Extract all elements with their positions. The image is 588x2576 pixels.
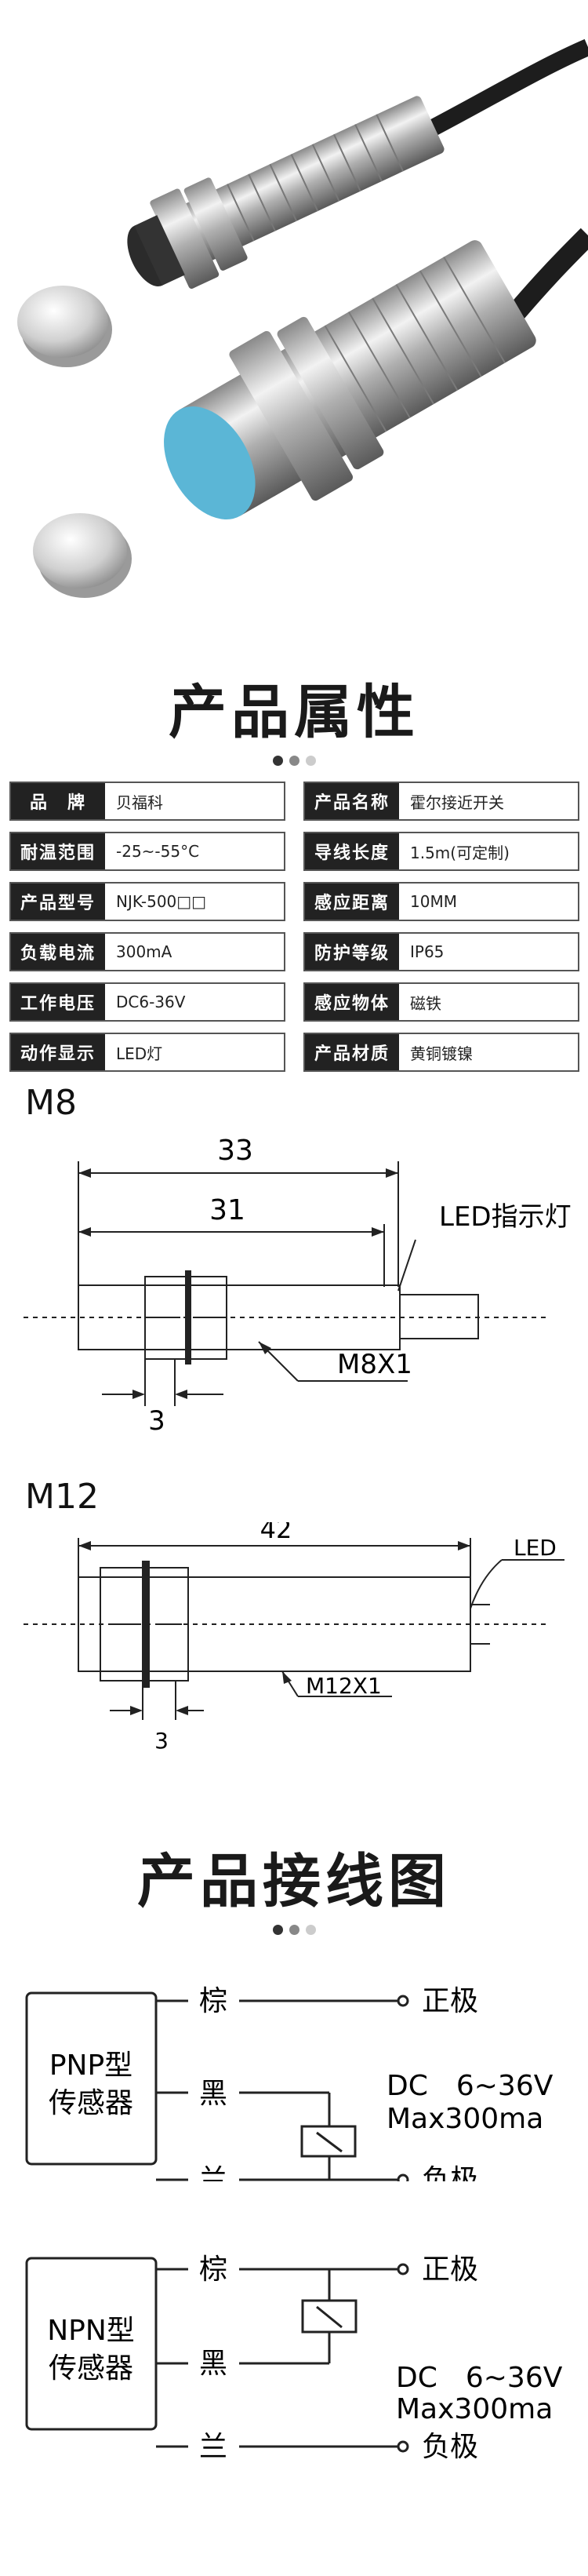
m12-led-label: LED: [514, 1535, 557, 1561]
spec-cell: 产品材质黄铜镀镍: [303, 1033, 579, 1072]
spec-cell: 感应物体磁铁: [303, 982, 579, 1022]
pnp-wire-blue: 兰: [199, 2164, 227, 2181]
spec-row: 工作电压 DC6-36V 感应物体磁铁: [9, 982, 579, 1022]
spec-value: LED灯: [116, 1044, 163, 1063]
spec-value: 霍尔接近开关: [410, 792, 504, 812]
spec-cell: 防护等级 IP65: [303, 932, 579, 971]
pnp-wiring-diagram: PNP型 传感器 棕 黑 兰 正极 负极 DC 6~36V Max300ma: [25, 1985, 554, 2181]
title-dots-2: [0, 1925, 588, 1935]
spec-label: 负载电流: [11, 934, 105, 970]
spec-label: 产品名称: [305, 783, 399, 819]
title-dots: [0, 756, 588, 766]
spec-value: 黄铜镀镍: [410, 1044, 473, 1063]
pnp-box-line2: 传感器: [49, 2087, 133, 2119]
spec-cell: 负载电流 300mA: [9, 932, 285, 971]
spec-value: 1.5m(可定制): [410, 843, 510, 862]
sensor-m8-image: [127, 96, 445, 289]
spec-label: 感应距离: [305, 884, 399, 920]
spec-value: -25~-55°C: [116, 842, 200, 861]
npn-box-line2: 传感器: [49, 2352, 133, 2385]
pnp-wire-brown: 棕: [199, 1985, 227, 2017]
npn-negative: 负极: [422, 2431, 478, 2463]
pnp-spec-line1: DC 6~36V: [387, 2070, 554, 2102]
spec-label: 耐温范围: [11, 833, 105, 869]
spec-cell: 产品名称霍尔接近开关: [303, 782, 579, 821]
npn-wire-black: 黑: [199, 2348, 227, 2380]
spec-row: 负载电流 300mA 防护等级 IP65: [9, 932, 579, 971]
spec-label: 产品型号: [11, 884, 105, 920]
npn-wire-brown: 棕: [199, 2254, 227, 2286]
sensor-m12-image: [164, 240, 536, 520]
magnet-disc-2: [33, 513, 132, 598]
spec-label: 动作显示: [11, 1034, 105, 1070]
m8-dim-nut: 3: [148, 1405, 165, 1436]
m8-thread-label: M8X1: [337, 1349, 412, 1380]
spec-cell: 工作电压 DC6-36V: [9, 982, 285, 1022]
npn-box-line1: NPN型: [47, 2315, 135, 2347]
spec-value: DC6-36V: [116, 993, 186, 1011]
npn-positive: 正极: [422, 2254, 478, 2286]
spec-cell: 动作显示 LED灯: [9, 1033, 285, 1072]
spec-label: 感应物体: [305, 984, 399, 1020]
spec-row: 动作显示 LED灯 产品材质黄铜镀镍: [9, 1033, 579, 1072]
m8-title: M8: [25, 1083, 77, 1123]
spec-value: 300mA: [116, 942, 172, 961]
section-title-wiring: 产品接线图: [137, 1848, 451, 1915]
pnp-box-line1: PNP型: [49, 2050, 132, 2082]
pnp-positive: 正极: [422, 1985, 478, 2017]
m8-dim-body: 31: [209, 1194, 245, 1226]
m12-dim-total: 42: [260, 1522, 292, 1544]
spec-value: 10MM: [410, 892, 457, 911]
m8-led-label: LED指示灯: [439, 1201, 572, 1233]
spec-value: 磁铁: [410, 993, 441, 1013]
section-title-attributes: 产品属性: [169, 679, 419, 746]
m8-dimension-drawing: 33 31 LED指示灯 3 M8X1: [24, 1135, 572, 1436]
spec-label: 品 牌: [11, 783, 105, 819]
spec-row: 品 牌贝福科产品名称霍尔接近开关: [9, 782, 579, 821]
m12-dimension-drawing: 42 LED 3 M12X1: [24, 1522, 564, 1754]
product-photo: [17, 38, 588, 598]
spec-label: 产品材质: [305, 1034, 399, 1070]
pnp-negative: 负极: [422, 2164, 478, 2181]
m12-thread-label: M12X1: [306, 1673, 382, 1699]
spec-value: 贝福科: [116, 792, 163, 812]
m8-dim-total: 33: [217, 1135, 253, 1167]
spec-label: 导线长度: [305, 833, 399, 869]
npn-wiring-diagram: NPN型 传感器 棕 黑 兰 正极 负极 DC 6~36V Max300ma: [25, 2254, 563, 2463]
pnp-wire-black: 黑: [199, 2078, 227, 2110]
spec-row: 产品型号 NJK-500□□ 感应距离 10MM: [9, 882, 579, 921]
npn-wire-blue: 兰: [199, 2431, 227, 2463]
spec-cell: 导线长度 1.5m(可定制): [303, 832, 579, 871]
spec-cell: 感应距离 10MM: [303, 882, 579, 921]
m12-dim-nut: 3: [154, 1728, 169, 1754]
npn-spec-line1: DC 6~36V: [396, 2362, 563, 2394]
spec-row: 耐温范围 -25~-55°C 导线长度 1.5m(可定制): [9, 832, 579, 871]
npn-spec-line2: Max300ma: [396, 2393, 553, 2425]
spec-label: 防护等级: [305, 934, 399, 970]
pnp-spec-line2: Max300ma: [387, 2103, 543, 2135]
m12-title: M12: [25, 1477, 99, 1517]
spec-cell: 品 牌贝福科: [9, 782, 285, 821]
magnet-disc-1: [17, 286, 112, 367]
spec-label: 工作电压: [11, 984, 105, 1020]
spec-cell: 产品型号 NJK-500□□: [9, 882, 285, 921]
spec-value: NJK-500□□: [116, 892, 207, 911]
spec-cell: 耐温范围 -25~-55°C: [9, 832, 285, 871]
spec-value: IP65: [410, 942, 445, 961]
